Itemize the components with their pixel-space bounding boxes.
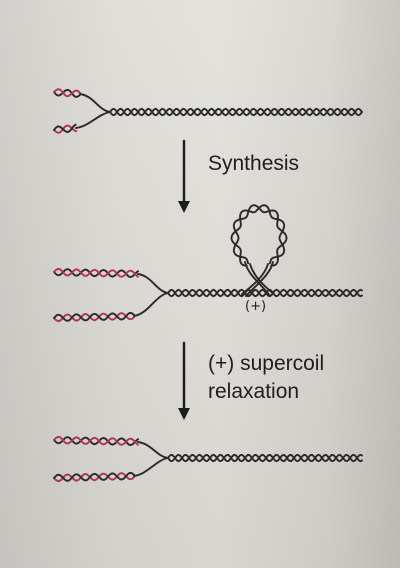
supercoil-stem-d: [241, 263, 269, 295]
synthesis-label: Synthesis: [208, 152, 300, 175]
stage3-upper-daughter-strand-b: [53, 435, 139, 446]
stage2-parental-duplex-strand-a: [167, 288, 363, 298]
stage2-upper-daughter-strand-a: [53, 268, 140, 278]
stage2-upper-daughter-strand-b: [53, 267, 139, 278]
stage3-parental-duplex-strand-a: [167, 453, 363, 463]
stage2-lower-fork-strand: [133, 292, 169, 317]
positive-supercoil-loop: [230, 204, 288, 297]
stage1-parental-duplex-strand-b: [109, 107, 363, 117]
stage1-lower-fork-strand: [75, 111, 111, 129]
replication-fork-stage-2: [53, 267, 363, 323]
stage3-lower-daughter-strand-b: [53, 471, 135, 482]
stage1-upper-fork-strand: [79, 93, 111, 113]
positive-supercoil-label: (+): [245, 299, 267, 314]
stage3-lower-daughter-strand-a: [53, 472, 135, 483]
stage3-upper-fork-strand: [137, 441, 169, 459]
stage1-lower-daughter-strand-b: [53, 123, 77, 133]
down-arrow-icon: [178, 341, 190, 420]
supercoil-relaxation-label-line2: relaxation: [208, 380, 300, 403]
stage1-upper-daughter-strand-b: [53, 88, 82, 98]
stage2-lower-daughter-strand-a: [53, 312, 135, 323]
down-arrow-icon: [178, 139, 190, 213]
replication-fork-stage-3: [53, 435, 363, 483]
arrow-head: [178, 201, 190, 213]
stage3-parental-duplex-strand-b: [167, 453, 363, 463]
stage3-lower-fork-strand: [133, 457, 169, 477]
supercoil-stem-c: [249, 263, 275, 295]
replication-fork-stage-1: [53, 88, 363, 134]
supercoil-stem-b: [245, 261, 274, 297]
supercoil-loop-strand-b: [230, 204, 286, 267]
supercoil-relaxation-label-line1: (+) supercoil: [208, 352, 325, 375]
stage2-parental-duplex-strand-b: [167, 288, 363, 298]
stage1-upper-daughter-strand-a: [53, 88, 81, 98]
stage2-lower-daughter-strand-b: [53, 311, 135, 322]
arrow-head: [178, 408, 190, 420]
stage3-upper-daughter-strand-a: [53, 436, 140, 446]
stage2-upper-fork-strand: [137, 273, 169, 294]
supercoil-stem-a: [244, 261, 271, 297]
